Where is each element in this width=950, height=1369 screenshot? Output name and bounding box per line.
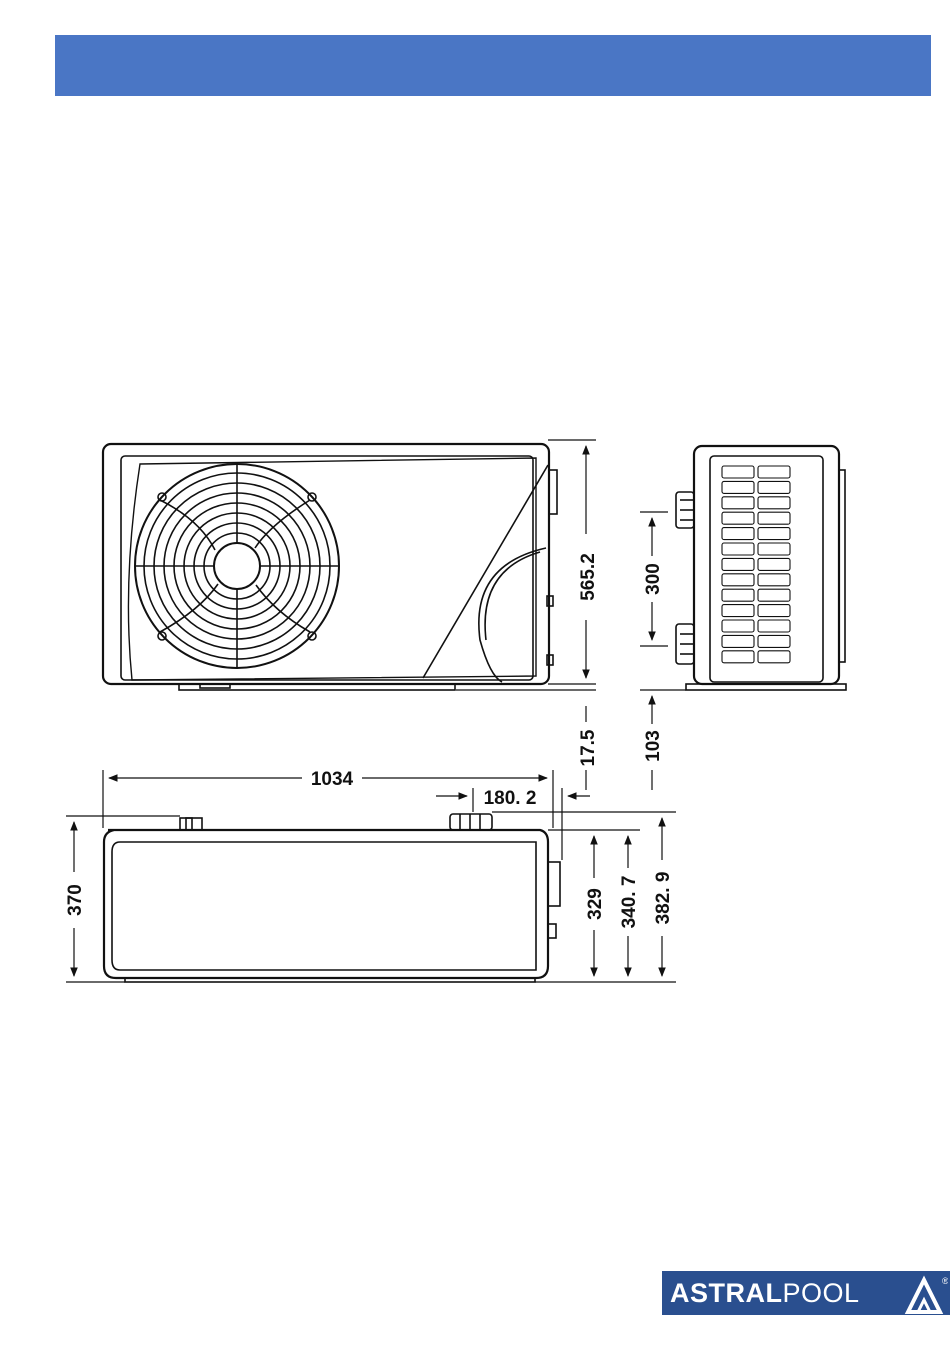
louver-slot [758, 466, 790, 478]
top-depth-b-label: 340. 7 [619, 876, 640, 929]
front-height-label: 565.2 [578, 553, 599, 601]
base-clearance-label: 17.5 [578, 729, 599, 766]
logo-wordmark: ASTRALPOOL [670, 1278, 860, 1309]
front-view [103, 444, 557, 690]
louver-slot [722, 497, 754, 509]
side-view [676, 446, 846, 690]
side-base-label: 103 [643, 730, 664, 762]
top-depth-a-label: 329 [585, 888, 606, 920]
louver-slot [722, 620, 754, 632]
logo-brand-bold: ASTRAL [670, 1278, 783, 1308]
top-depth-c-label: 382. 9 [653, 872, 674, 925]
astralpool-logo: ASTRALPOOL ® [662, 1271, 950, 1315]
logo-brand-light: POOL [783, 1278, 860, 1308]
top-depth-label: 370 [65, 884, 86, 916]
top-view [104, 814, 560, 982]
louver-slot [758, 481, 790, 493]
louver-slot [722, 651, 754, 663]
louver-grid [722, 466, 790, 663]
louver-slot [722, 589, 754, 601]
louver-slot [758, 605, 790, 617]
louver-slot [722, 481, 754, 493]
louver-slot [758, 574, 790, 586]
louver-slot [722, 605, 754, 617]
louver-slot [722, 574, 754, 586]
top-dimensions [66, 770, 676, 982]
louver-slot [722, 558, 754, 570]
front-height-dimension [456, 440, 596, 790]
louver-slot [758, 497, 790, 509]
side-connection-spacing-label: 300 [643, 563, 664, 595]
louver-slot [758, 651, 790, 663]
louver-slot [722, 466, 754, 478]
louver-slot [722, 528, 754, 540]
top-connection-offset-label: 180. 2 [484, 788, 537, 809]
louver-slot [758, 512, 790, 524]
louver-slot [722, 543, 754, 555]
louver-slot [758, 635, 790, 647]
louver-slot [758, 528, 790, 540]
top-length-label: 1034 [311, 769, 354, 790]
louver-slot [722, 512, 754, 524]
louver-slot [758, 589, 790, 601]
louver-slot [758, 558, 790, 570]
fan-grille-icon [135, 464, 339, 668]
logo-registered-mark: ® [942, 1276, 948, 1286]
louver-slot [758, 620, 790, 632]
louver-slot [722, 635, 754, 647]
logo-triangle-icon: ® [904, 1274, 948, 1314]
louver-slot [758, 543, 790, 555]
